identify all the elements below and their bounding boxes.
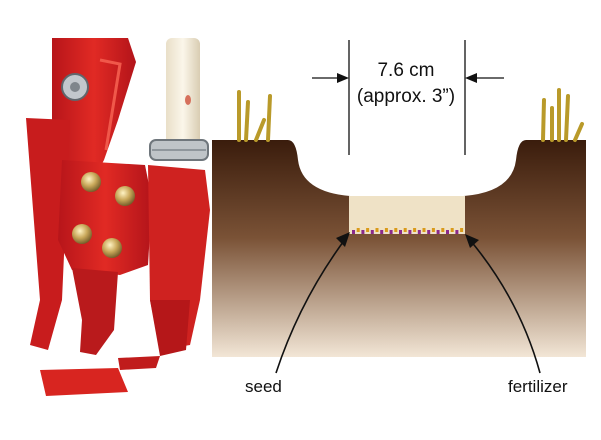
seed-particle bbox=[380, 230, 384, 234]
fertilizer-granule bbox=[375, 228, 379, 232]
top-bolt-center bbox=[70, 82, 80, 92]
crop-stubble-right bbox=[541, 88, 584, 142]
fertilizer-granule bbox=[366, 228, 370, 232]
seed-particle bbox=[417, 230, 421, 234]
seed-particle bbox=[408, 230, 412, 234]
fertilizer-granule bbox=[441, 228, 445, 232]
carriage-bolt bbox=[115, 186, 135, 206]
seed-particle bbox=[399, 230, 402, 234]
fertilizer-label: fertilizer bbox=[508, 377, 568, 396]
carriage-bolt bbox=[102, 238, 122, 258]
fertilizer-callout-arrow bbox=[469, 239, 541, 374]
planter-opener-illustration bbox=[26, 38, 210, 396]
opener-body-plate bbox=[58, 160, 152, 275]
seed-particle bbox=[361, 230, 365, 234]
seed-particle bbox=[436, 230, 440, 234]
dimension-arrowhead-right bbox=[465, 73, 477, 83]
seed-label: seed bbox=[245, 377, 282, 396]
seed-particle bbox=[427, 230, 431, 234]
fertilizer-granule bbox=[431, 228, 435, 232]
opener-right-leg bbox=[150, 300, 190, 356]
seed-callout-arrow bbox=[275, 237, 347, 374]
soil-profile bbox=[212, 140, 586, 357]
dimension-arrowhead-left bbox=[337, 73, 349, 83]
soil-cross-section bbox=[212, 40, 586, 374]
opener-left-shank bbox=[26, 118, 70, 350]
seed-particle bbox=[455, 230, 459, 234]
opener-edge-highlight bbox=[99, 58, 122, 151]
seed-tube-stain bbox=[185, 95, 191, 105]
dimension-imperial-label: (approx. 3”) bbox=[356, 86, 456, 107]
seed-particle bbox=[370, 230, 374, 234]
opener-skid-shoe-right bbox=[118, 356, 160, 370]
carriage-bolt bbox=[81, 172, 101, 192]
fertilizer-granule bbox=[356, 228, 360, 232]
fertilizer-granule bbox=[460, 228, 464, 232]
fertilizer-granule bbox=[384, 228, 388, 232]
dimension-metric-label: 7.6 cm bbox=[377, 60, 435, 81]
opener-lower-legs bbox=[72, 268, 118, 355]
fertilizer-granule bbox=[450, 228, 454, 232]
seed-particle bbox=[352, 230, 355, 234]
seed-zone bbox=[349, 196, 465, 234]
fertilizer-granule bbox=[394, 228, 398, 232]
fertilizer-granule bbox=[403, 228, 407, 232]
fertilizer-granule bbox=[422, 228, 426, 232]
seed-callout-arrowhead bbox=[336, 232, 350, 247]
crop-stubble-left bbox=[237, 90, 272, 142]
seed-particle bbox=[446, 230, 449, 234]
seed-tube bbox=[166, 38, 200, 146]
fertilizer-granule bbox=[413, 228, 417, 232]
fertilizer-callout-arrowhead bbox=[465, 234, 479, 248]
carriage-bolt bbox=[72, 224, 92, 244]
opener-skid-shoe-left bbox=[40, 368, 128, 396]
seed-particle bbox=[389, 230, 393, 234]
seed-fertilizer-band bbox=[352, 228, 464, 234]
